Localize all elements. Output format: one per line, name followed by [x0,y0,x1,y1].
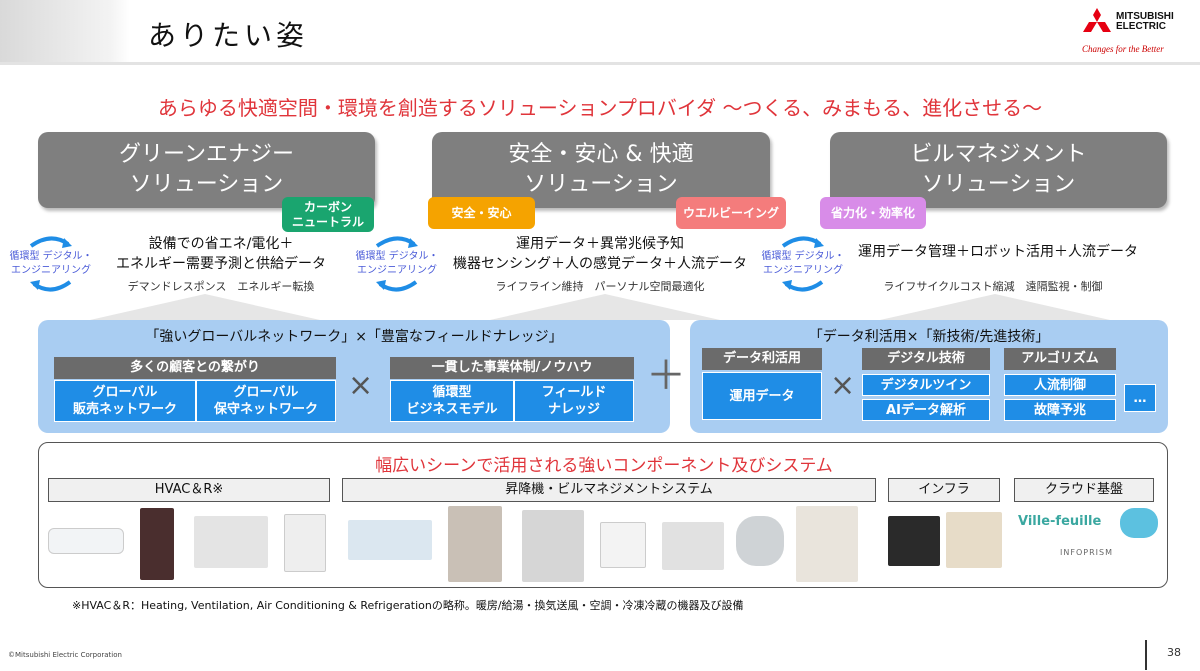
header-band [0,0,1200,62]
global-sales-network: グローバル販売ネットワーク [54,380,196,422]
solution-title: ソリューション [524,172,678,197]
page-divider [1145,640,1147,670]
logo-text-2: ELECTRIC [1116,21,1166,32]
three-diamonds-icon [1083,8,1111,32]
panel-title: 「データ利活用×「新技術/先進技術」 [808,329,1050,345]
cycle-label: エンジニアリング [11,265,91,276]
footnote: ※HVAC＆R：Heating, Ventilation, Air Condit… [72,599,744,612]
times-symbol: × [348,368,374,403]
cycle-digital-engineering: 循環型 デジタル・エンジニアリング [352,232,442,296]
components-systems-box: 幅広いシーンで活用される強いコンポーネント及びシステム [38,442,1168,588]
solution-title: ソリューション [129,172,284,197]
safety-description: 運用データ＋異常兆候予知機器センシング＋人の感覚データ＋人流データ [453,236,747,272]
digital-twin: デジタルツイン [862,374,990,396]
logo-tagline: Changes for the Better [1082,44,1164,54]
data-technology-panel: 「データ利活用×「新技術/先進技術」 データ利活用 運用データ × デジタル技術… [690,320,1168,433]
safety-keywords: ライフライン維持 パーソナル空間最適化 [495,280,705,293]
global-maintenance-network: グローバル保守ネットワーク [196,380,336,422]
headline: あらゆる快適空間・環境を創造するソリューションプロバイダ ～つくる、みまもる、進… [157,96,1043,120]
air-conditioner-image [48,528,124,554]
category-cloud: クラウド基盤 [1014,478,1154,502]
cycle-label: エンジニアリング [357,265,437,276]
panel-title: 「強いグローバルネットワーク」×「豊富なフィールドナレッジ」 [145,329,563,345]
category-elevator-bms: 昇降機・ビルマネジメントシステム [342,478,876,502]
camera-image [736,516,784,566]
cloud-logo-icon [1120,508,1158,538]
more-items: … [1124,384,1156,412]
solution-safety-comfort: 安全・安心 & 快適ソリューション [432,132,770,208]
circular-business-model: 循環型ビジネスモデル [390,380,514,422]
solution-title: グリーンエナジー [119,142,294,167]
slide-title: ありたい姿 [148,19,309,52]
tag-carbon-neutral: カーボンニュートラル [282,197,374,232]
solution-building-management: ビルマネジメントソリューション [830,132,1167,208]
logo-text-1: MITSUBISHI [1116,11,1174,22]
category-hvac: HVAC＆R※ [48,478,330,502]
group-header: デジタル技術 [862,348,990,370]
solution-title: ソリューション [921,172,1076,197]
components-title: 幅広いシーンで活用される強いコンポーネント及びシステム [375,456,833,476]
ville-feuille-logo: Ville-feuille [1018,514,1102,529]
refrigerator-image [140,508,174,580]
plus-symbol: ＋ [646,353,686,399]
switchgear-image [888,516,940,566]
controller-image [600,522,646,568]
tag-wellbeing: ウエルビーイング [676,197,786,229]
building-entrance-image [796,506,858,582]
failure-prediction: 故障予兆 [1004,399,1116,421]
category-infrastructure: インフラ [888,478,1000,502]
group-header: 多くの顧客との繋がり [54,357,336,379]
cycle-arrows-icon [781,236,824,292]
cycle-label: エンジニアリング [763,265,843,276]
power-equipment-image [946,512,1002,568]
tag-safety: 安全・安心 [428,197,535,229]
tag-efficiency: 省力化・効率化 [820,197,926,229]
connector-triangles [90,294,1110,320]
ceiling-cassette-image [194,516,268,568]
elevator-image [448,506,502,582]
field-knowledge: フィールドナレッジ [514,380,634,422]
header-divider [0,62,1200,65]
security-gate-image [662,522,724,570]
escalator-image [522,510,584,582]
cycle-label: 循環型 デジタル・ [9,251,93,262]
cycle-arrows-icon [29,236,72,292]
solution-green-energy: グリーンエナジーソリューション [38,132,375,208]
solution-title: ビルマネジメント [910,142,1087,167]
copyright: ©Mitsubishi Electric Corporation [8,651,122,659]
ai-data-analysis: AIデータ解析 [862,399,990,421]
cycle-digital-engineering: 循環型 デジタル・エンジニアリング [6,232,96,296]
people-flow-control: 人流制御 [1004,374,1116,396]
skylight-image [348,520,432,560]
group-header: アルゴリズム [1004,348,1116,370]
green-energy-keywords: デマンドレスポンス エネルギー転換 [127,280,315,293]
global-network-panel: 「強いグローバルネットワーク」×「豊富なフィールドナレッジ」 多くの顧客との繋が… [38,320,670,433]
operation-data: 運用データ [702,372,822,420]
group-header: データ利活用 [702,348,822,370]
cycle-label: 循環型 デジタル・ [761,251,845,262]
building-keywords: ライフサイクルコスト縮減 遠隔監視・制御 [883,280,1103,293]
solution-title: 安全・安心 & 快適 [508,142,694,167]
outdoor-unit-image [284,514,326,572]
infoprism-logo: INFOPRISM [1060,548,1113,557]
group-header: 一貫した事業体制/ノウハウ [390,357,634,379]
cycle-label: 循環型 デジタル・ [355,251,439,262]
page-number: 38 [1167,646,1181,659]
building-description: 運用データ管理＋ロボット活用＋人流データ [858,244,1138,260]
cycle-digital-engineering: 循環型 デジタル・エンジニアリング [758,232,848,296]
cycle-arrows-icon [375,236,418,292]
green-energy-description: 設備での省エネ/電化＋エネルギー需要予測と供給データ [116,236,326,272]
times-symbol: × [830,368,856,403]
